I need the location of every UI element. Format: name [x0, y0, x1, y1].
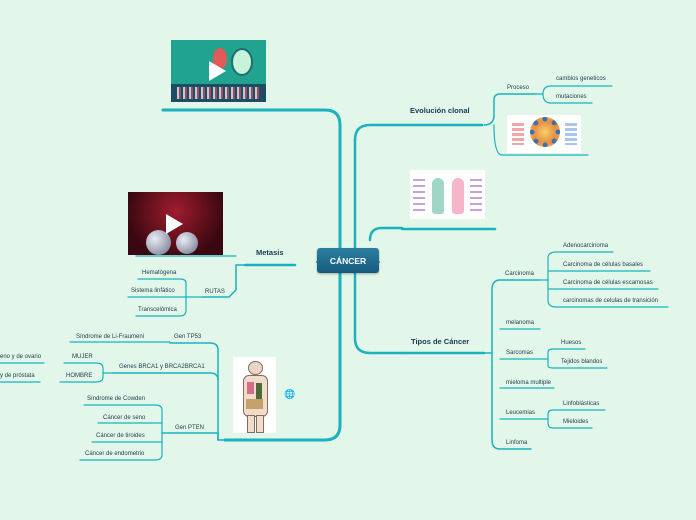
evolucion-clonal-topic[interactable]: Evolución clonal	[410, 106, 470, 115]
organ-2	[256, 383, 262, 399]
linfoblasticas-label[interactable]: Linfoblásticas	[563, 401, 600, 407]
play-icon	[209, 61, 226, 81]
transcelomica-label[interactable]: Transcelómica	[138, 307, 177, 313]
cycle-wheel	[530, 117, 560, 147]
cambios-geneticos-label[interactable]: cambios geneticos	[556, 76, 606, 82]
cancer-endometrio-label[interactable]: Cáncer de endometrio	[85, 451, 145, 457]
cancer-seno-label[interactable]: Cáncer de seno	[103, 415, 146, 421]
hombre-label[interactable]: HOMBRE	[66, 373, 93, 379]
tipos-de-cancer-topic[interactable]: Tipos de Cáncer	[411, 337, 470, 346]
male-body	[432, 178, 444, 214]
mujer-label[interactable]: MUJER	[72, 354, 93, 360]
cell-sphere-2	[176, 232, 198, 254]
sistema-linfatico-label[interactable]: Sistema linfático	[131, 288, 175, 294]
rutas-label[interactable]: RUTAS	[205, 289, 225, 295]
legend-right	[565, 123, 577, 145]
cowden-label[interactable]: Síndrome de Cowden	[87, 396, 146, 402]
genes-brca-label[interactable]: Genes BRCA1 y BRCA2BRCA1	[119, 364, 205, 370]
huesos-label[interactable]: Huesos	[561, 340, 582, 346]
anatomy-image[interactable]	[233, 357, 276, 433]
organ-3	[246, 399, 263, 409]
label-list-left	[413, 179, 425, 213]
cancer-tiroides-label[interactable]: Cáncer de tiroides	[96, 433, 145, 439]
carcinoma-transicion-label[interactable]: carcinomas de celulas de transición	[563, 298, 659, 304]
organ-1	[247, 382, 254, 394]
sarcomas-label[interactable]: Sarcomas	[506, 350, 534, 356]
mutaciones-label[interactable]: mutaciones	[556, 94, 587, 100]
female-body	[452, 178, 464, 214]
globe-icon[interactable]: 🌐	[284, 389, 296, 399]
linfoma-label[interactable]: Linfoma	[506, 440, 528, 446]
hombre-detail-label[interactable]: y de próstata	[0, 373, 35, 379]
central-topic[interactable]: CÁNCER	[317, 248, 379, 273]
adenocarcinoma-label[interactable]: Adenocarcinoma	[563, 243, 609, 249]
melanoma-label[interactable]: melanoma	[506, 320, 535, 326]
tejidos-blandos-label[interactable]: Tejidos blandos	[561, 359, 603, 365]
cell-shape	[231, 48, 253, 76]
metasis-topic[interactable]: Metasis	[256, 248, 284, 257]
play-icon	[166, 214, 183, 234]
proceso-label[interactable]: Proceso	[507, 85, 530, 91]
legend-left	[512, 123, 524, 145]
hematogena-label[interactable]: Hematógena	[142, 270, 177, 276]
mieloides-label[interactable]: Mieloides	[563, 419, 589, 425]
cell-cycle-image[interactable]	[507, 115, 581, 153]
body-organs-image[interactable]	[410, 170, 485, 219]
leg-right	[256, 415, 264, 433]
leg-left	[247, 415, 255, 433]
gen-tp53-label[interactable]: Gen TP53	[174, 334, 202, 340]
head-shape	[248, 361, 263, 375]
gen-pten-label[interactable]: Gen PTEN	[175, 425, 205, 431]
carcinoma-label[interactable]: Carcinoma	[505, 271, 535, 277]
carcinoma-escamosas-label[interactable]: Carcinoma de células escamosas	[563, 280, 653, 286]
carcinoma-basales-label[interactable]: Carcinoma de células basales	[563, 262, 644, 268]
dna-helix	[177, 87, 261, 99]
li-fraumeni-label[interactable]: Síndrome de Li-Fraumeni	[76, 334, 145, 340]
leucemias-label[interactable]: Leucemias	[506, 410, 536, 416]
mieloma-label[interactable]: mieloma multiple	[506, 380, 552, 386]
cell-sphere	[146, 230, 171, 255]
metastasis-video-thumbnail[interactable]	[128, 192, 223, 255]
mujer-detail-label[interactable]: eno y de ovario	[0, 354, 42, 360]
label-list-right	[470, 179, 482, 213]
dna-video-thumbnail[interactable]	[171, 40, 266, 102]
